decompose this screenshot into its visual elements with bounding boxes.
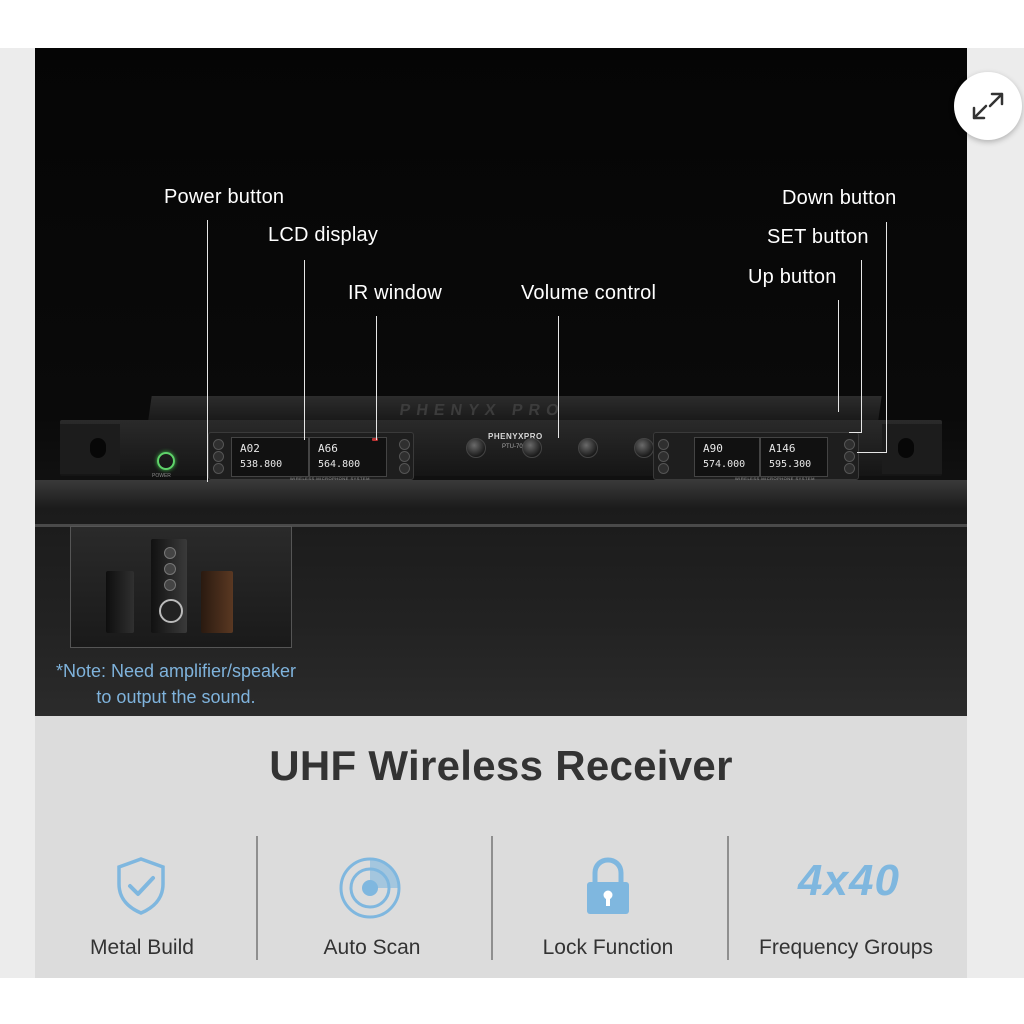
leader-set-vertical	[861, 260, 862, 432]
rack-hole-right	[898, 438, 914, 458]
model-number: PTU-7000	[502, 444, 530, 450]
right-down-button[interactable]	[844, 463, 855, 474]
left-set-button-b[interactable]	[399, 451, 410, 462]
product-photo: PHENYX PRO POWER A02 538.800	[35, 48, 967, 716]
lcd-channel: A90	[703, 442, 723, 455]
right-panel-caption: WIRELESS MICROPHONE SYSTEM	[735, 476, 815, 481]
left-set-button-a[interactable]	[213, 451, 224, 462]
lcd-frequency: 564.800	[318, 459, 361, 470]
speaker-inset-image	[70, 526, 292, 648]
volume-knob-2[interactable]	[522, 438, 542, 458]
left-panel-caption: WIRELESS MICROPHONE SYSTEM	[290, 476, 370, 481]
feature-auto-scan-label: Auto Scan	[323, 936, 421, 959]
speaker-driver	[164, 563, 176, 575]
shield-check-icon	[117, 857, 165, 915]
right-up-button-a[interactable]	[658, 439, 669, 450]
power-button[interactable]	[157, 452, 175, 470]
lcd-frequency: 574.000	[703, 459, 746, 470]
feature-metal-build-label: Metal Build	[90, 936, 194, 959]
lcd-screen-4: A146 595.300	[760, 437, 828, 477]
callout-volume-control: Volume control	[521, 282, 657, 304]
callout-up-button: Up button	[748, 266, 837, 288]
volume-knob-4[interactable]	[634, 438, 654, 458]
left-down-button-b[interactable]	[399, 463, 410, 474]
expand-image-button[interactable]	[954, 72, 1022, 140]
leader-down-vertical	[886, 222, 887, 452]
lcd-frequency: 595.300	[769, 459, 812, 470]
radar-scan-icon	[339, 857, 401, 919]
lcd-screen-3: A90 574.000	[694, 437, 760, 477]
left-down-button-a[interactable]	[213, 463, 224, 474]
lcd-frequency: 538.800	[240, 459, 283, 470]
note-line-1: *Note: Need amplifier/speaker	[55, 661, 297, 681]
note-line-2: to output the sound.	[96, 687, 256, 707]
left-up-button-b[interactable]	[399, 439, 410, 450]
callout-power-button: Power button	[164, 186, 285, 208]
power-label: POWER	[152, 473, 171, 479]
leader-power	[207, 220, 208, 482]
right-up-button[interactable]	[844, 439, 855, 450]
speaker-woofer	[159, 599, 183, 623]
volume-knob-1[interactable]	[466, 438, 486, 458]
shelf-edge	[35, 524, 967, 527]
brand-logo: PHENYXPRO	[488, 432, 543, 441]
lcd-screen-2: A66 564.800	[309, 437, 387, 477]
rack-ear-left	[60, 424, 120, 474]
receiver-unit: PHENYX PRO POWER A02 538.800	[60, 396, 942, 481]
callout-down-button: Down button	[782, 187, 897, 209]
speaker-driver	[164, 547, 176, 559]
left-lcd-panel: A02 538.800 A66 564.800	[208, 432, 414, 480]
right-set-button-a[interactable]	[658, 451, 669, 462]
volume-knob-3[interactable]	[578, 438, 598, 458]
product-image[interactable]: PHENYX PRO POWER A02 538.800	[35, 48, 967, 978]
left-up-button-a[interactable]	[213, 439, 224, 450]
receiver-top-cover: PHENYX PRO	[148, 396, 882, 420]
feature-lock-function-label: Lock Function	[542, 936, 674, 959]
speaker-subwoofer	[151, 539, 187, 633]
feature-divider	[491, 836, 493, 960]
lcd-channel: A66	[318, 442, 338, 455]
speaker-right	[201, 571, 233, 633]
speaker-driver	[164, 579, 176, 591]
expand-arrows-icon	[972, 92, 1004, 120]
leader-volume	[558, 316, 559, 438]
leader-set-horizontal	[849, 432, 862, 433]
speaker-left	[106, 571, 134, 633]
feature-divider	[727, 836, 729, 960]
lcd-channel: A02	[240, 442, 260, 455]
embossed-brand: PHENYX PRO	[398, 402, 566, 419]
right-lcd-panel: A90 574.000 A146 595.300	[653, 432, 859, 480]
leader-down-horizontal	[857, 452, 887, 453]
callout-set-button: SET button	[767, 226, 869, 248]
leader-lcd	[304, 260, 305, 440]
lcd-channel: A146	[769, 442, 796, 455]
feature-frequency-groups-label: Frequency Groups	[759, 936, 933, 959]
padlock-icon	[587, 857, 629, 914]
frequency-groups-value: 4x40	[798, 856, 900, 905]
right-set-button[interactable]	[844, 451, 855, 462]
ir-window	[372, 438, 378, 441]
callout-lcd-display: LCD display	[268, 224, 379, 246]
leader-ir	[376, 316, 377, 440]
amplifier-note: *Note: Need amplifier/speaker to output …	[45, 658, 307, 710]
leader-up	[838, 300, 839, 412]
lcd-screen-1: A02 538.800	[231, 437, 309, 477]
right-down-button-a[interactable]	[658, 463, 669, 474]
product-heading: UHF Wireless Receiver	[269, 742, 733, 789]
callout-ir-window: IR window	[348, 282, 443, 304]
feature-divider	[256, 836, 258, 960]
rack-hole-left	[90, 438, 106, 458]
rack-ear-right	[882, 424, 942, 474]
